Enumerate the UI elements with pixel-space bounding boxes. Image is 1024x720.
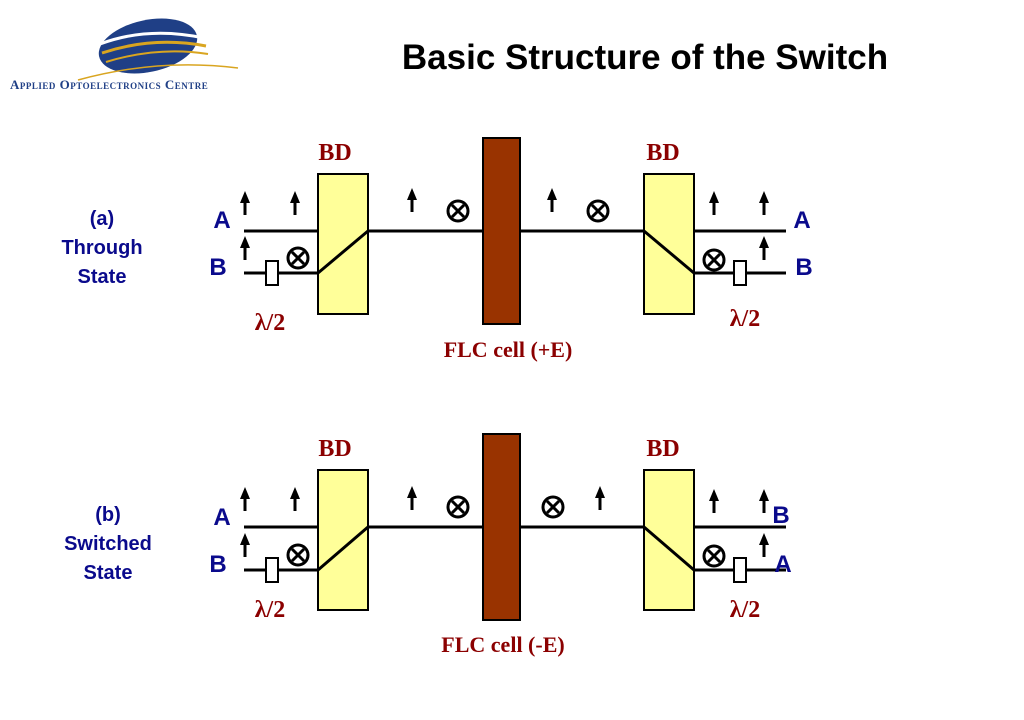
displaced-beam-right: [643, 229, 695, 275]
polarization-vertical-icon: [405, 186, 419, 214]
birefringent-displacer-left: [317, 173, 369, 315]
logo-text: Applied Optoelectronics Centre: [10, 77, 209, 92]
bd-label-right: BD: [646, 436, 679, 462]
waveplate-label-right: λ/2: [730, 306, 760, 332]
polarization-vertical-icon: [757, 531, 771, 559]
polarization-cross-icon: [541, 495, 565, 519]
polarization-vertical-icon: [757, 487, 771, 515]
flc-label: FLC cell (+E): [444, 337, 573, 362]
half-wave-plate-right: [733, 260, 747, 286]
polarization-vertical-icon: [238, 485, 252, 513]
polarization-vertical-icon: [238, 531, 252, 559]
polarization-vertical-icon: [405, 484, 419, 512]
logo: [8, 8, 298, 108]
birefringent-displacer-left: [317, 469, 369, 611]
displaced-beam-left: [317, 525, 369, 572]
flc-cell: [482, 433, 521, 621]
state-label-switched: (b) Switched State: [48, 501, 168, 588]
state-label-line: Switched: [64, 533, 152, 555]
state-label-line: (a): [89, 208, 115, 230]
birefringent-displacer-right: [643, 469, 695, 611]
polarization-vertical-icon: [238, 234, 252, 262]
polarization-vertical-icon: [238, 189, 252, 217]
page-title: Basic Structure of the Switch: [401, 38, 889, 77]
polarization-vertical-icon: [707, 189, 721, 217]
polarization-vertical-icon: [593, 484, 607, 512]
state-label-line: (b): [95, 504, 121, 526]
bd-label-left: BD: [318, 140, 351, 166]
polarization-vertical-icon: [707, 487, 721, 515]
flc-cell: [482, 137, 521, 325]
half-wave-plate-right: [733, 557, 747, 583]
panel-through: BD BD FLC cell (+E) A B A B λ/2 λ/2: [209, 137, 813, 362]
polarization-cross-icon: [446, 199, 470, 223]
port-label-right-bottom: B: [795, 254, 812, 281]
polarization-vertical-icon: [288, 189, 302, 217]
port-label-right-top: B: [772, 502, 789, 529]
bd-label-left: BD: [318, 436, 351, 462]
port-label-right-top: A: [793, 207, 810, 234]
port-label-right-bottom: A: [774, 551, 791, 578]
polarization-vertical-icon: [757, 234, 771, 262]
polarization-vertical-icon: [288, 485, 302, 513]
polarization-cross-icon: [586, 199, 610, 223]
port-label-left-bottom: B: [209, 551, 226, 578]
panel-switched: BD BD FLC cell (-E) A B B A λ/2 λ/2: [209, 433, 792, 657]
polarization-cross-icon: [702, 544, 726, 568]
polarization-vertical-icon: [757, 189, 771, 217]
polarization-cross-icon: [702, 248, 726, 272]
birefringent-displacer-right: [643, 173, 695, 315]
state-label-through: (a) Through State: [42, 205, 162, 292]
waveplate-label-left: λ/2: [255, 597, 285, 623]
state-label-line: State: [83, 562, 133, 584]
half-wave-plate-left: [265, 557, 279, 583]
logo-emblem-icon: [77, 18, 239, 81]
state-label-line: Through: [61, 237, 143, 259]
port-label-left-top: A: [213, 504, 230, 531]
port-label-left-bottom: B: [209, 254, 226, 281]
bd-label-right: BD: [646, 140, 679, 166]
displaced-beam-left: [317, 229, 369, 275]
polarization-cross-icon: [286, 246, 310, 270]
polarization-cross-icon: [446, 495, 470, 519]
flc-label: FLC cell (-E): [441, 632, 564, 657]
polarization-vertical-icon: [545, 186, 559, 214]
displaced-beam-right: [643, 525, 695, 572]
half-wave-plate-left: [265, 260, 279, 286]
state-label-line: State: [77, 266, 127, 288]
polarization-cross-icon: [286, 543, 310, 567]
port-label-left-top: A: [213, 207, 230, 234]
waveplate-label-right: λ/2: [730, 597, 760, 623]
waveplate-label-left: λ/2: [255, 310, 285, 336]
